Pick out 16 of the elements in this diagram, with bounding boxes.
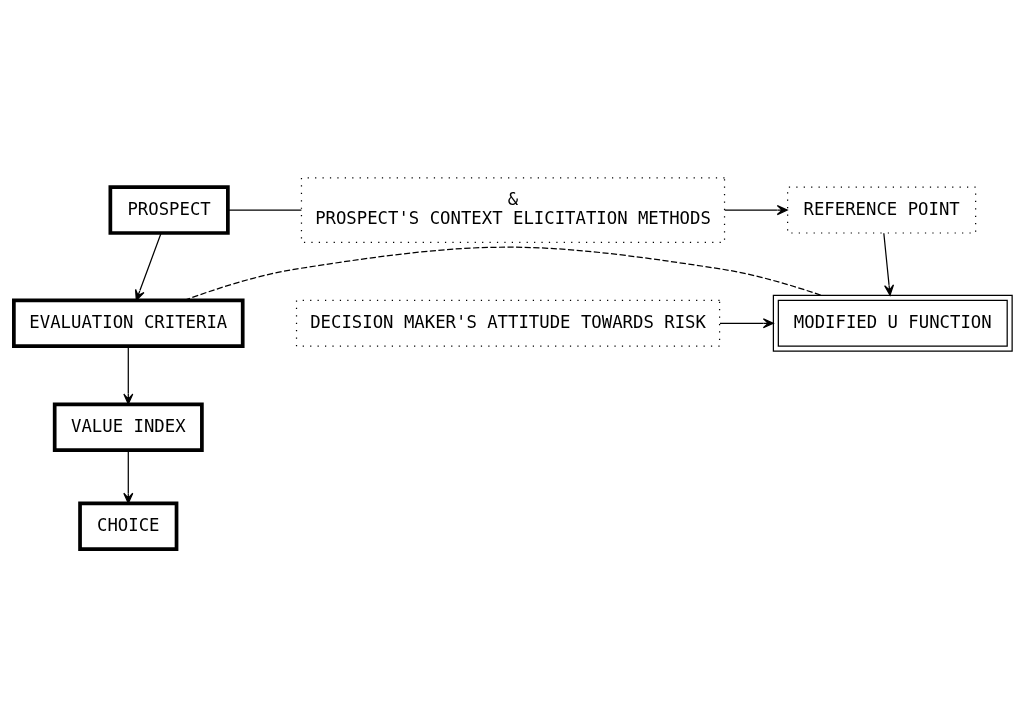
arrow xyxy=(134,232,162,301)
node-box: PROSPECT xyxy=(108,185,230,235)
node-box: & PROSPECT'S CONTEXT ELICITATION METHODS xyxy=(300,177,726,243)
arrow xyxy=(123,449,134,504)
node-box: EVALUATION CRITERIA xyxy=(12,298,245,349)
node-box: VALUE INDEX xyxy=(52,402,204,452)
node-box: CHOICE xyxy=(78,501,179,551)
connector xyxy=(227,209,302,211)
arrow xyxy=(883,232,895,296)
arrow xyxy=(719,318,774,329)
node-box: MODIFIED U FUNCTION xyxy=(772,294,1013,352)
node-box: REFERENCE POINT xyxy=(787,186,977,234)
connector xyxy=(183,246,822,301)
node-box: DECISION MAKER'S ATTITUDE TOWARDS RISK xyxy=(295,299,721,347)
arrow xyxy=(724,205,788,216)
arrow xyxy=(123,345,134,405)
